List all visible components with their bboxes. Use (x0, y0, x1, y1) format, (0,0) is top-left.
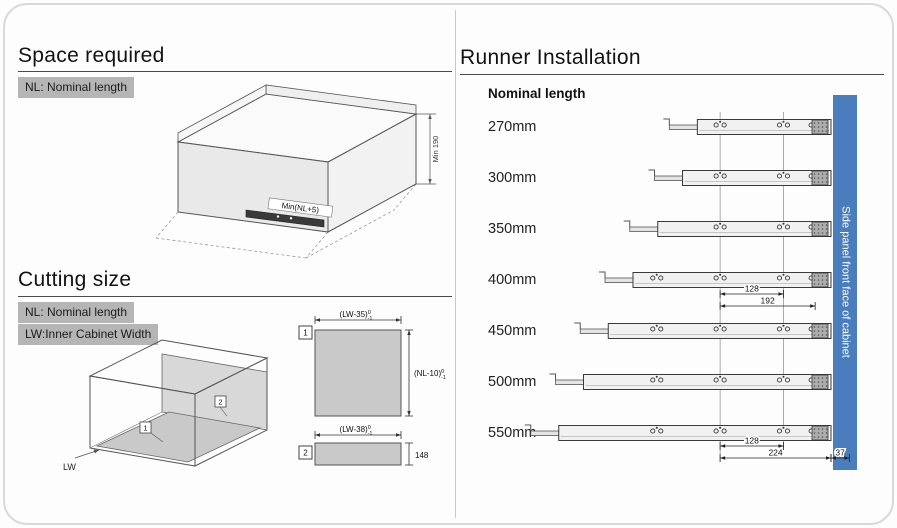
marker-2-callout: 2 (303, 449, 308, 458)
runner-installation-underline (460, 74, 884, 75)
runner-length-label: 500mm (488, 374, 537, 390)
dim-148: 148 (415, 451, 429, 460)
side-panel-label: Side panel front face of cabinet (840, 206, 852, 358)
dimension-label: 37 (835, 448, 845, 458)
dimension-label: 128 (745, 436, 759, 446)
dimension-label: 224 (768, 448, 782, 458)
space-required-title: Space required (18, 44, 165, 67)
marker-1: 1 (143, 424, 147, 433)
nominal-length-header: Nominal length (488, 86, 586, 101)
space-required-underline (18, 71, 452, 72)
height-dimension: Min 190 (416, 113, 440, 185)
cutting-size-cabinet-diagram: 1 2 LW (63, 339, 269, 472)
runner-length-label: 350mm (488, 221, 537, 237)
runner-clip-detail (245, 209, 325, 228)
panel-cut-diagrams: 1 (LW-35)0-1 (NL-10)0-1 2 (298, 310, 446, 466)
space-required-diagram: Min(NL+5) Min 190 (155, 84, 440, 259)
runner-drawings (524, 118, 832, 441)
runner-installation-title: Runner Installation (460, 46, 641, 69)
runner-length-label: 300mm (488, 170, 537, 186)
marker-2: 2 (218, 398, 222, 407)
cabinet-isometric: 1 2 LW (63, 339, 269, 472)
column-divider (455, 10, 456, 518)
runner-length-label: 270mm (488, 119, 537, 135)
dim-lw: LW (63, 462, 76, 472)
side-panel-bar (833, 95, 857, 470)
dim-lw-38: (LW-38)0-1 (340, 425, 373, 437)
panel-2-diagram: 2 (LW-38)0-1 148 (298, 425, 429, 466)
runner-length-label: 550mm (488, 425, 537, 441)
marker-1-callout: 1 (303, 329, 308, 338)
dimension-label: 192 (761, 296, 775, 306)
dim-min-190: Min 190 (431, 136, 440, 163)
dim-lw-35: (LW-35)0-1 (340, 310, 373, 322)
cutting-size-title: Cutting size (18, 268, 132, 291)
drawer-isometric: Min(NL+5) Min 190 (155, 84, 440, 259)
panel-1-diagram: 1 (LW-35)0-1 (NL-10)0-1 (298, 310, 446, 417)
cutting-size-underline (18, 296, 452, 297)
legend-nominal-length-2: NL: Nominal length (18, 302, 135, 323)
length-dimension: Min(NL+5) (267, 197, 334, 218)
runner-length-label: 400mm (488, 272, 537, 288)
dimension-label: 128 (745, 284, 759, 294)
section-runner-installation: Runner Installation Nominal length 270mm… (456, 0, 897, 528)
legend-nominal-length: NL: Nominal length (18, 77, 135, 98)
runner-length-label: 450mm (488, 323, 537, 339)
dim-nl-10: (NL-10)0-1 (414, 369, 446, 381)
legend-inner-cabinet-width: LW:Inner Cabinet Width (18, 324, 159, 345)
